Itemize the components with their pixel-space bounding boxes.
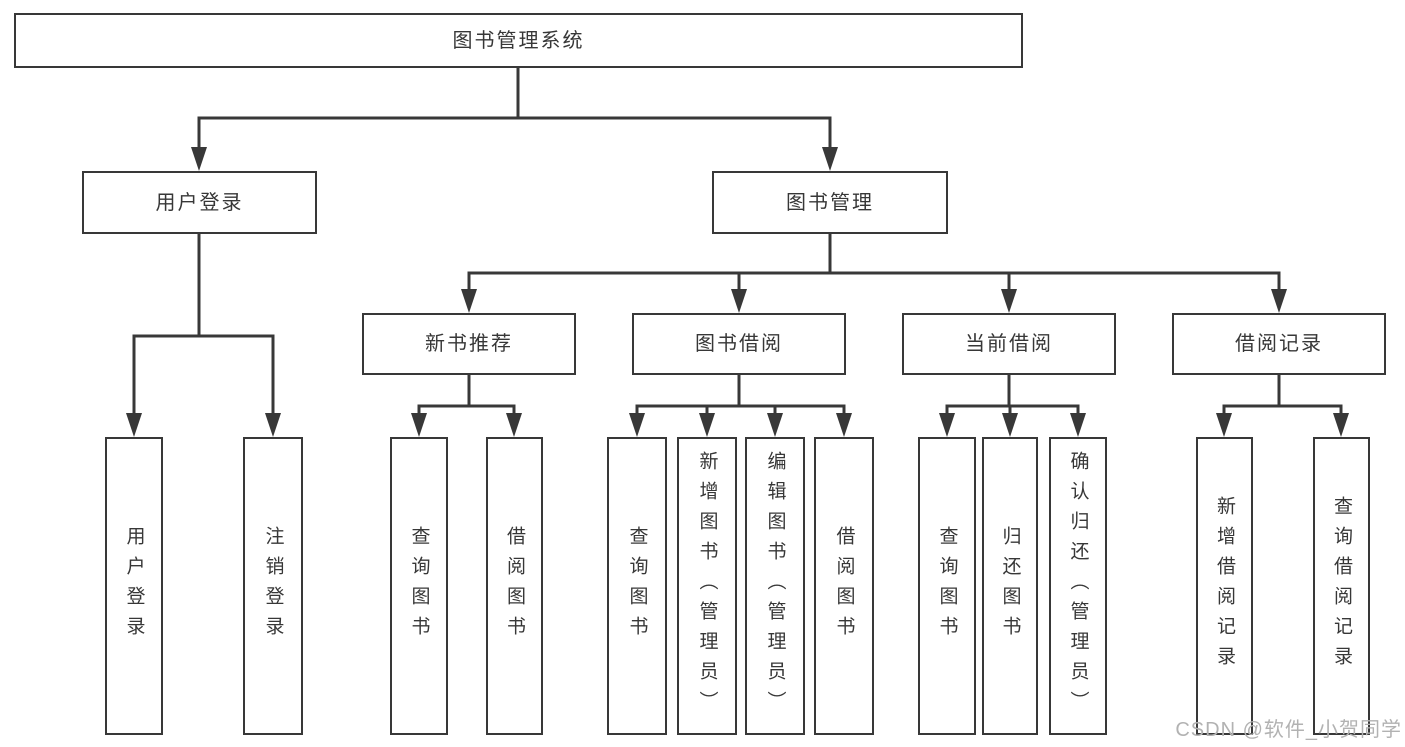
node-label: 借阅图书 bbox=[504, 526, 525, 646]
node-label: 当前借阅 bbox=[965, 333, 1053, 355]
node-leaf-confirm-return-admin: 确认归还（管理员） bbox=[1049, 437, 1107, 735]
node-leaf-query-books-3: 查询图书 bbox=[918, 437, 976, 735]
node-label: 用户登录 bbox=[155, 191, 244, 214]
connector-book-management-children bbox=[461, 234, 1287, 313]
node-leaf-add-books-admin: 新增图书（管理员） bbox=[677, 437, 737, 735]
connector-new-books-children bbox=[411, 375, 522, 437]
node-label: 图书管理系统 bbox=[452, 29, 585, 52]
connector-user-login-children bbox=[126, 234, 281, 437]
node-label: 查询图书 bbox=[408, 526, 430, 646]
node-library-system: 图书管理系统 bbox=[14, 13, 1023, 68]
node-label: 归还图书 bbox=[999, 526, 1021, 646]
node-leaf-query-borrow-record: 查询借阅记录 bbox=[1313, 437, 1370, 735]
connector-borrow-records-children bbox=[1216, 375, 1349, 437]
node-label: 查询图书 bbox=[626, 526, 648, 646]
node-label: 新书推荐 bbox=[425, 333, 513, 355]
node-new-book-recommend: 新书推荐 bbox=[362, 313, 576, 375]
connector-root-to-level1 bbox=[191, 68, 838, 171]
node-leaf-query-books-1: 查询图书 bbox=[390, 437, 448, 735]
connector-current-borrow-children bbox=[939, 375, 1086, 437]
node-label: 借阅记录 bbox=[1235, 333, 1323, 355]
node-leaf-user-login: 用户登录 bbox=[105, 437, 163, 735]
node-leaf-add-borrow-record: 新增借阅记录 bbox=[1196, 437, 1253, 735]
connector-book-borrow-children bbox=[629, 375, 852, 437]
node-leaf-query-books-2: 查询图书 bbox=[607, 437, 667, 735]
node-label: 图书管理 bbox=[786, 191, 874, 214]
node-label: 注销登录 bbox=[262, 526, 284, 646]
node-label: 借阅图书 bbox=[833, 526, 855, 646]
node-leaf-logout: 注销登录 bbox=[243, 437, 303, 735]
node-leaf-borrow-books-1: 借阅图书 bbox=[486, 437, 543, 735]
node-leaf-borrow-books-2: 借阅图书 bbox=[814, 437, 874, 735]
node-book-borrow: 图书借阅 bbox=[632, 313, 846, 375]
node-label: 查询借阅记录 bbox=[1331, 496, 1352, 676]
node-label: 新增图书（管理员） bbox=[696, 451, 718, 721]
csdn-watermark: CSDN @软件_小贺同学 bbox=[1175, 719, 1402, 741]
node-current-borrow: 当前借阅 bbox=[902, 313, 1116, 375]
node-label: 用户登录 bbox=[123, 526, 145, 646]
node-user-login: 用户登录 bbox=[82, 171, 317, 234]
node-book-management: 图书管理 bbox=[712, 171, 948, 234]
node-label: 查询图书 bbox=[936, 526, 958, 646]
node-leaf-return-books: 归还图书 bbox=[982, 437, 1038, 735]
node-label: 新增借阅记录 bbox=[1214, 496, 1235, 676]
node-label: 确认归还（管理员） bbox=[1067, 451, 1089, 721]
node-leaf-edit-books-admin: 编辑图书（管理员） bbox=[745, 437, 805, 735]
node-borrow-records: 借阅记录 bbox=[1172, 313, 1386, 375]
node-label: 编辑图书（管理员） bbox=[764, 451, 786, 721]
node-label: 图书借阅 bbox=[695, 333, 783, 355]
